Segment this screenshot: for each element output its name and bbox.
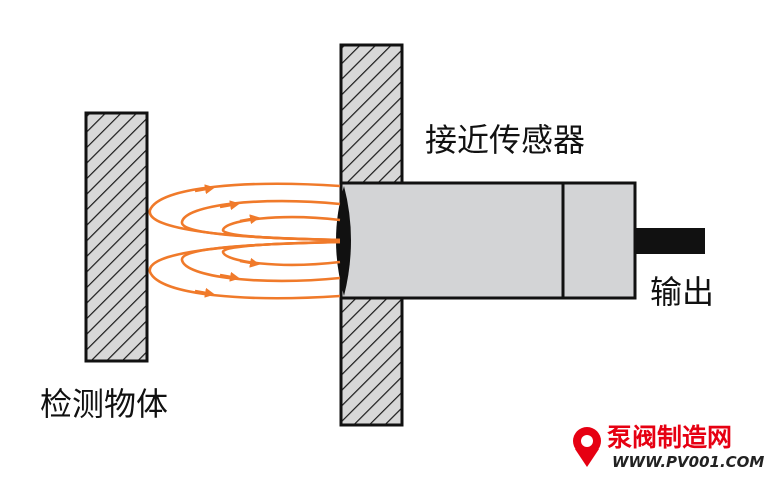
watermark-url: WWW.PV001.COM: [612, 453, 764, 471]
output-label: 输出: [650, 273, 715, 311]
field-arrows: [194, 184, 260, 298]
field-arrow: [194, 184, 215, 195]
field-arrow: [219, 271, 240, 282]
sensor-body: [339, 181, 637, 300]
field-arrow: [219, 200, 240, 211]
field-arrow: [239, 257, 260, 268]
target-object-plate: [84, 111, 149, 363]
field-arrow: [194, 287, 215, 298]
field-lines: [148, 182, 341, 300]
field-line: [148, 240, 341, 300]
sensing-face: [336, 186, 351, 296]
field-line: [221, 240, 341, 267]
field-arrow: [239, 214, 260, 225]
field-line: [180, 240, 341, 283]
field-line: [180, 199, 341, 242]
sensor-label: 接近传感器: [425, 121, 586, 159]
watermark-name: 泵阀制造网: [607, 423, 733, 452]
field-line: [221, 215, 341, 242]
output-cable: [635, 228, 705, 254]
location-pin-icon: [573, 427, 601, 467]
field-line: [148, 182, 341, 242]
target-label: 检测物体: [40, 385, 169, 423]
